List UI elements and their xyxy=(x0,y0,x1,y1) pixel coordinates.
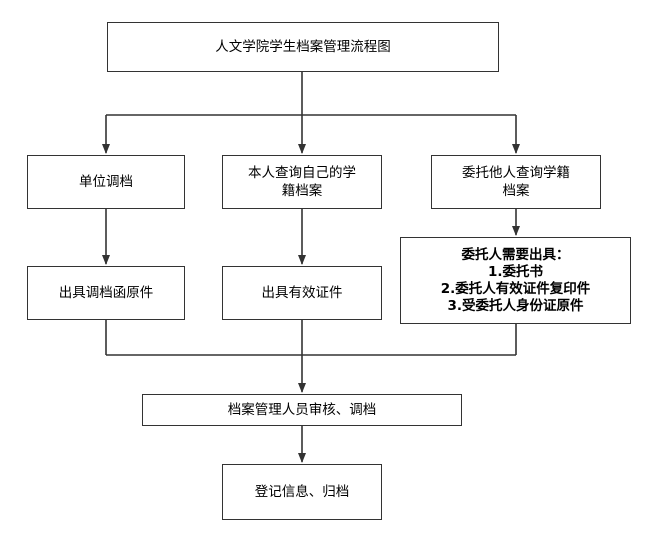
requirements-heading: 委托人需要出具： xyxy=(461,246,570,263)
left-step1-box: 单位调档 xyxy=(27,155,185,209)
right-step1-box: 委托他人查询学籍 档案 xyxy=(431,155,601,209)
review-text: 档案管理人员审核、调档 xyxy=(227,402,377,418)
right-step1-line2: 档案 xyxy=(502,183,530,199)
middle-step1-line2: 籍档案 xyxy=(281,183,323,199)
title-text: 人文学院学生档案管理流程图 xyxy=(215,39,391,55)
requirement-item: 3.受委托人身份证原件 xyxy=(447,297,584,314)
middle-step1-line1: 本人查询自己的学 xyxy=(248,165,356,181)
review-box: 档案管理人员审核、调档 xyxy=(142,394,462,426)
requirement-item: 2.委托人有效证件复印件 xyxy=(440,280,591,297)
final-box: 登记信息、归档 xyxy=(222,464,382,520)
requirement-item: 1.委托书 xyxy=(487,263,544,280)
title-box: 人文学院学生档案管理流程图 xyxy=(107,22,499,72)
final-text: 登记信息、归档 xyxy=(254,484,350,500)
left-step1-text: 单位调档 xyxy=(79,174,133,190)
middle-step2-text: 出具有效证件 xyxy=(261,285,343,301)
middle-step2-box: 出具有效证件 xyxy=(222,266,382,320)
left-step2-box: 出具调档函原件 xyxy=(27,266,185,320)
left-step2-text: 出具调档函原件 xyxy=(58,285,154,301)
right-step1-line1: 委托他人查询学籍 xyxy=(462,165,570,181)
right-requirements-box: 委托人需要出具： 1.委托书 2.委托人有效证件复印件 3.受委托人身份证原件 xyxy=(400,237,631,324)
middle-step1-box: 本人查询自己的学 籍档案 xyxy=(222,155,382,209)
